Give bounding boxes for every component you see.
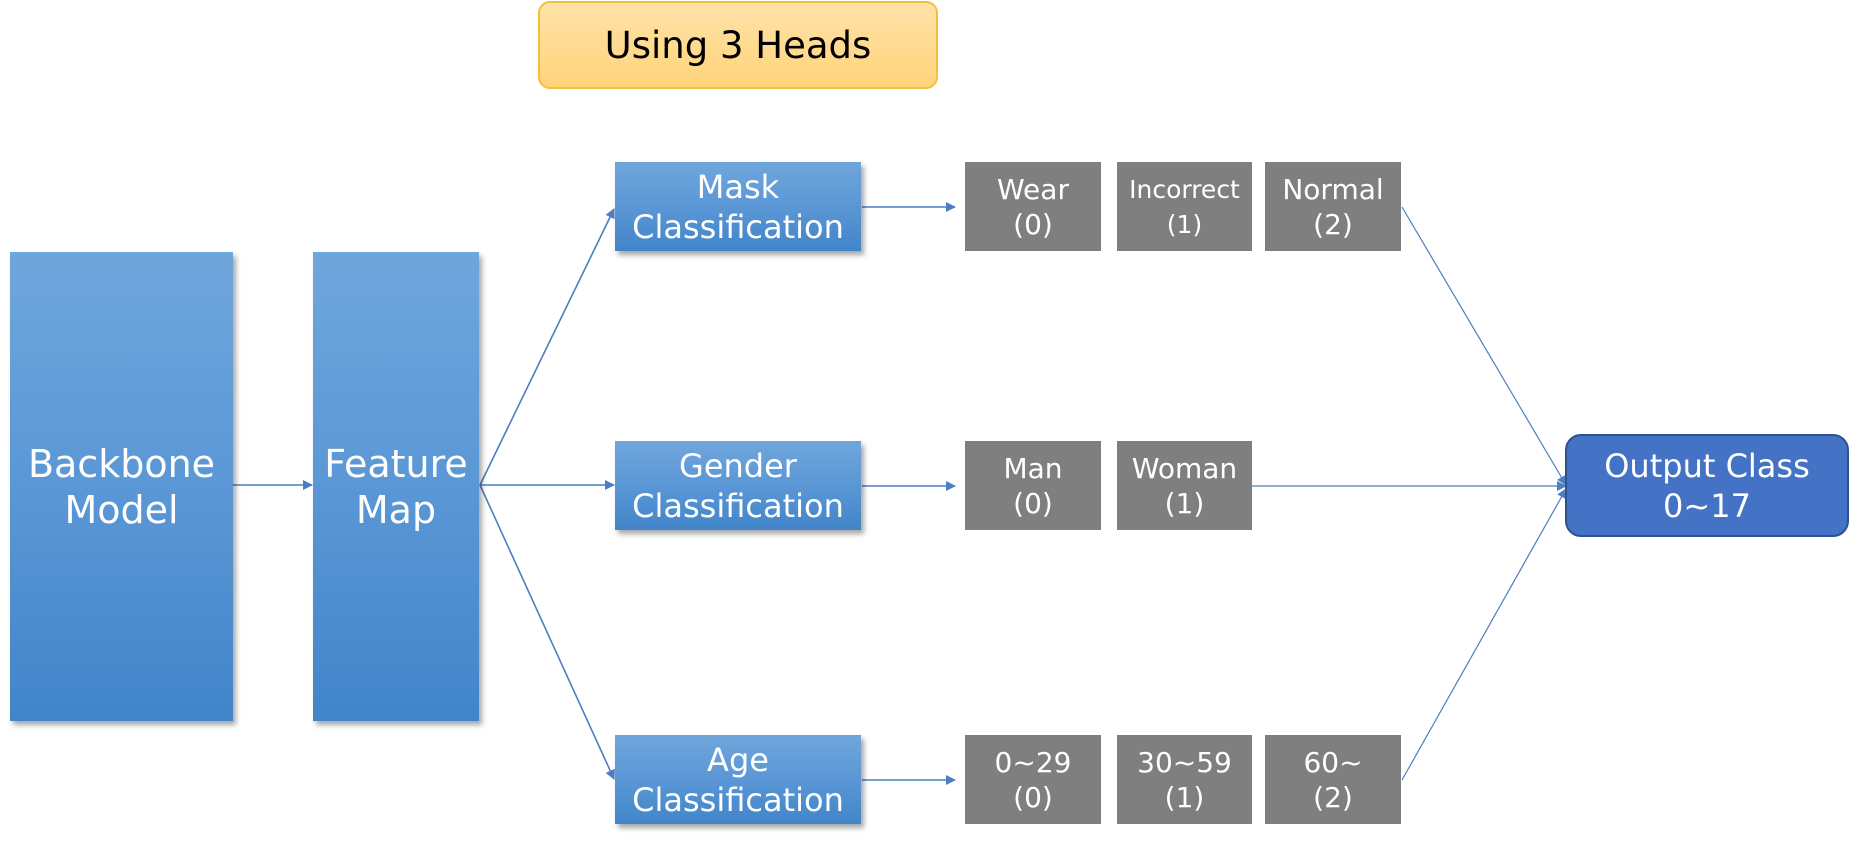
class-box-gender-man: Man (0) [965, 441, 1101, 530]
class-label: Woman [1131, 451, 1238, 485]
output-label-line1: Output Class [1604, 446, 1810, 485]
class-box-mask-incorrect: Incorrect (1) [1117, 162, 1252, 251]
class-index: (1) [1164, 486, 1205, 520]
class-box-gender-woman: Woman (1) [1117, 441, 1252, 530]
arrow-featuremap-to-mask [479, 208, 615, 486]
arrow-age-to-output [1401, 488, 1567, 781]
class-box-mask-wear: Wear (0) [965, 162, 1101, 251]
class-label: Man [1003, 451, 1063, 485]
class-box-age-60-plus: 60~ (2) [1265, 735, 1401, 824]
class-index: (1) [1166, 209, 1203, 239]
backbone-model-block: Backbone Model [10, 252, 233, 721]
class-index: (2) [1313, 207, 1353, 241]
class-label: 30~59 [1137, 745, 1232, 779]
class-index: (0) [1013, 486, 1053, 520]
mask-head-line1: Mask [696, 167, 780, 206]
class-index: (1) [1164, 780, 1205, 814]
diagram-title: Using 3 Heads [538, 1, 938, 89]
feature-map-label-line1: Feature [324, 441, 468, 486]
arrow-featuremap-to-age [479, 484, 615, 780]
age-head-line2: Classification [632, 780, 844, 819]
class-index: (2) [1313, 780, 1353, 814]
age-classification-head: Age Classification [615, 735, 861, 824]
mask-classification-head: Mask Classification [615, 162, 861, 251]
backbone-label-line2: Model [64, 487, 179, 532]
class-label: 0~29 [994, 745, 1072, 779]
output-class-block: Output Class 0~17 [1565, 434, 1849, 537]
age-head-line1: Age [707, 740, 769, 779]
feature-map-block: Feature Map [313, 252, 479, 721]
class-box-mask-normal: Normal (2) [1265, 162, 1401, 251]
feature-map-label-line2: Map [355, 487, 437, 532]
gender-head-line2: Classification [632, 486, 844, 525]
class-box-age-30-59: 30~59 (1) [1117, 735, 1252, 824]
class-label: Wear [997, 172, 1069, 206]
class-index: (0) [1013, 780, 1053, 814]
class-index: (0) [1013, 207, 1053, 241]
gender-classification-head: Gender Classification [615, 441, 861, 530]
gender-head-line1: Gender [679, 446, 797, 485]
output-label-line2: 0~17 [1663, 486, 1751, 525]
mask-head-line2: Classification [632, 207, 844, 246]
arrow-mask-to-output [1401, 206, 1567, 486]
class-label: 60~ [1303, 745, 1363, 779]
class-box-age-0-29: 0~29 (0) [965, 735, 1101, 824]
backbone-label-line1: Backbone [27, 441, 216, 486]
diagram-title-text: Using 3 Heads [604, 23, 872, 67]
class-label: Incorrect [1129, 174, 1240, 204]
class-label: Normal [1282, 172, 1384, 206]
